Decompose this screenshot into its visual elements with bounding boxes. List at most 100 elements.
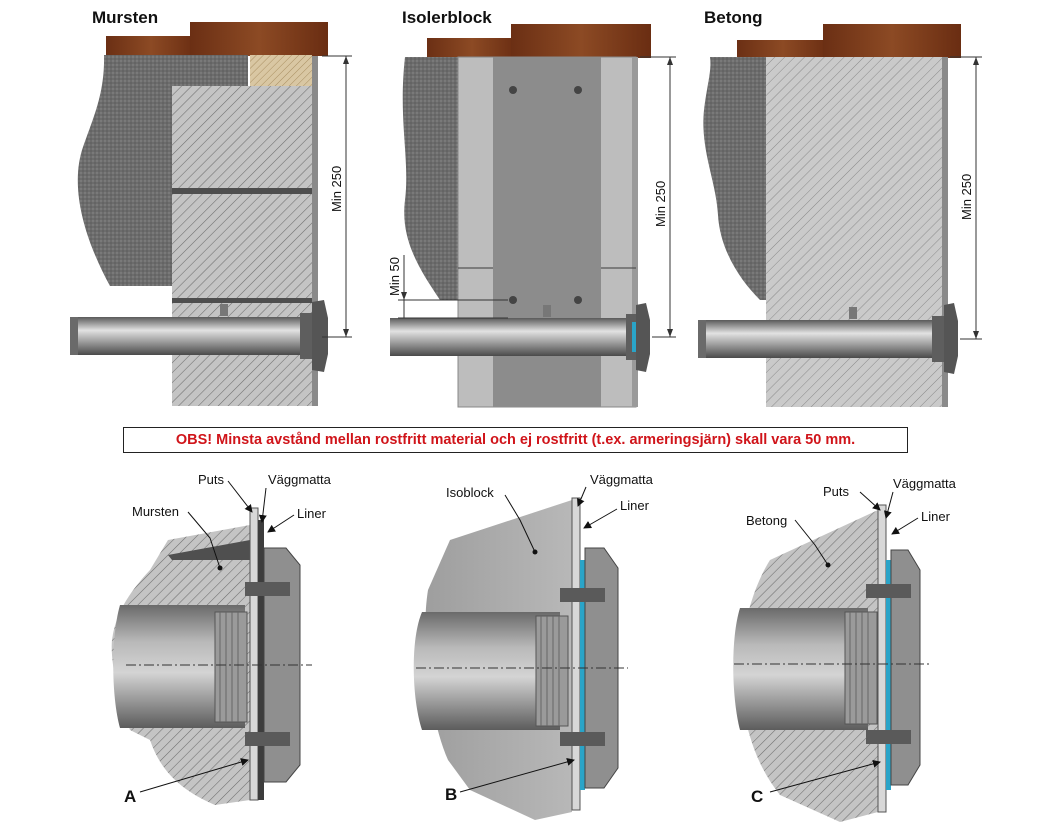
bolt xyxy=(543,305,551,317)
wall-face xyxy=(632,57,638,407)
label-puts: Puts xyxy=(198,472,225,487)
bolt xyxy=(560,588,605,602)
leader-dot xyxy=(825,562,831,568)
leader-material xyxy=(187,511,221,569)
leader-material xyxy=(794,519,829,566)
bolt xyxy=(245,582,290,596)
wall-face xyxy=(942,57,948,407)
liner-layer xyxy=(580,560,585,790)
leader-liner xyxy=(583,508,618,529)
label-vaggmatta: Väggmatta xyxy=(590,472,654,487)
nozzle-pipe xyxy=(74,317,310,355)
leader-vaggmatta xyxy=(883,491,894,519)
dimension-arrow xyxy=(343,329,349,337)
leader-puts xyxy=(227,480,253,513)
bolt xyxy=(560,732,605,746)
leader-letter xyxy=(769,759,881,793)
leader-vaggmatta xyxy=(577,486,587,507)
label-puts: Puts xyxy=(823,484,850,499)
coping-stone xyxy=(106,36,196,56)
nozzle-tube xyxy=(413,612,560,730)
detail-c: Puts Väggmatta Liner Betong C xyxy=(733,476,957,822)
thread-lines xyxy=(849,612,869,724)
pipe-thread xyxy=(698,320,706,358)
bolt xyxy=(245,732,290,746)
coping-stone xyxy=(190,22,328,56)
nozzle-flange xyxy=(300,313,314,359)
rebar xyxy=(574,296,582,304)
bolt xyxy=(866,730,911,744)
rebar xyxy=(574,86,582,94)
leader-puts xyxy=(859,491,881,511)
bolt xyxy=(849,307,857,319)
leader-vaggmatta xyxy=(258,487,267,523)
thread-lines xyxy=(219,612,239,722)
flange xyxy=(890,549,921,786)
backfill xyxy=(77,55,248,286)
vaggmatta-layer xyxy=(571,497,581,811)
insulation-block xyxy=(250,55,312,87)
brick-wall xyxy=(172,86,314,406)
dimension-label: Min 250 xyxy=(653,181,668,227)
nozzle-tube xyxy=(733,608,868,730)
panel-mursten: Mursten Min 250 xyxy=(70,8,352,406)
liner-layer xyxy=(886,560,891,790)
label-liner: Liner xyxy=(921,509,951,524)
detail-letter: B xyxy=(445,785,457,804)
bolt xyxy=(866,584,911,598)
coping-stone xyxy=(823,24,961,58)
leader-letter xyxy=(139,758,249,793)
panel-betong: Betong Min 250 xyxy=(698,8,982,407)
nozzle-flange xyxy=(944,303,958,374)
dimension-label: Min 250 xyxy=(329,166,344,212)
leader-dot xyxy=(217,565,223,571)
label-material: Mursten xyxy=(132,504,179,519)
leader-letter xyxy=(459,758,575,793)
dimension-label: Min 250 xyxy=(959,174,974,220)
nozzle-pipe xyxy=(390,318,630,356)
nozzle-tube xyxy=(113,605,245,728)
mortar-joint xyxy=(172,298,314,303)
backfill xyxy=(402,57,460,300)
bolt xyxy=(220,304,228,316)
rebar xyxy=(509,86,517,94)
dimension-arrow xyxy=(973,331,979,339)
nozzle-pipe xyxy=(702,320,942,358)
label-liner: Liner xyxy=(297,506,327,521)
pipe-thread xyxy=(70,317,78,355)
panel-title: Betong xyxy=(704,8,763,27)
thread-lines xyxy=(540,616,560,726)
label-liner: Liner xyxy=(620,498,650,513)
coping-stone xyxy=(511,24,651,58)
dimension-arrow xyxy=(343,56,349,64)
leader-liner xyxy=(267,514,295,533)
flange xyxy=(263,547,301,783)
liner xyxy=(632,322,636,352)
detail-a: Puts Väggmatta Liner Mursten A xyxy=(111,472,332,806)
wall-face xyxy=(312,56,318,406)
nozzle-flange xyxy=(636,303,650,372)
panel-title: Isolerblock xyxy=(402,8,492,27)
coping-stone xyxy=(427,38,517,58)
detail-letter: A xyxy=(124,787,136,806)
warning-notice: OBS! Minsta avstånd mellan rostfritt mat… xyxy=(123,427,908,453)
mortar-band xyxy=(168,540,250,560)
puts-layer xyxy=(249,507,259,801)
vaggmatta-layer xyxy=(258,520,264,800)
puts-layer xyxy=(877,504,887,813)
detail-letter: C xyxy=(751,787,763,806)
panel-isolerblock: Isolerblock Min 250 Min 50 xyxy=(387,8,676,408)
leader-material xyxy=(504,494,536,553)
coping-stone xyxy=(737,40,829,58)
mortar-joint xyxy=(172,188,314,194)
dimension-arrow xyxy=(401,292,407,300)
nozzle-flange xyxy=(932,316,946,362)
dimension-arrow xyxy=(667,57,673,65)
panel-title: Mursten xyxy=(92,8,158,27)
dimension-arrow xyxy=(973,57,979,65)
leader-dot xyxy=(532,549,538,555)
dimension-arrow xyxy=(667,329,673,337)
label-vaggmatta: Väggmatta xyxy=(893,476,957,491)
detail-b: Väggmatta Liner Isoblock B xyxy=(413,472,654,820)
dimension-label: Min 50 xyxy=(387,257,402,296)
